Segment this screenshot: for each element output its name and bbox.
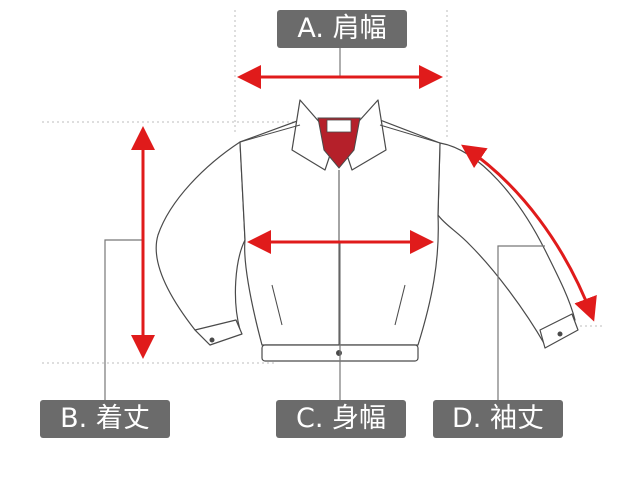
label-shoulder-width: A. 肩幅	[277, 10, 407, 48]
right-shoulder-seam	[379, 124, 441, 144]
left-shoulder-seam	[239, 124, 301, 143]
leader-length	[104, 239, 143, 400]
left-sleeve	[155, 141, 246, 346]
label-length: B. 着丈	[40, 400, 170, 438]
arrow-sleeve-length	[461, 144, 597, 322]
right-cuff-button	[557, 331, 563, 337]
left-cuff-button	[209, 337, 215, 343]
brand-tag	[326, 119, 352, 133]
left-pocket	[271, 284, 283, 326]
collar-lining	[317, 117, 361, 169]
label-body-width: C. 身幅	[276, 400, 406, 438]
right-pocket	[394, 284, 406, 326]
label-sleeve-length: D. 袖丈	[433, 400, 563, 438]
blouson-jacket-icon	[155, 99, 579, 362]
measurement-arrows	[131, 65, 597, 359]
left-cuff	[194, 319, 243, 346]
waist-button	[336, 350, 342, 356]
